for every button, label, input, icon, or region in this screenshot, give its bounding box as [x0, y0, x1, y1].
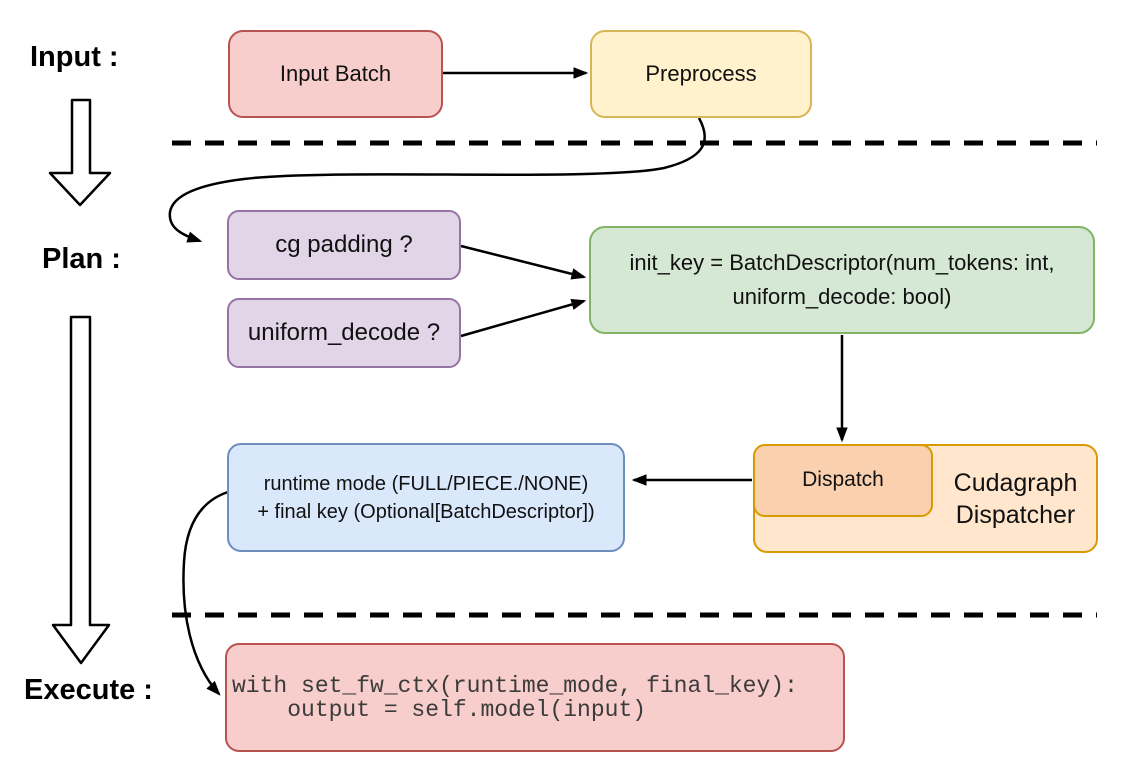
arrow-runtime-mode-to-execute-code	[182, 490, 229, 696]
node-runtime-mode: runtime mode (FULL/PIECE./NONE) + final …	[227, 443, 625, 552]
node-init-key-line2: uniform_decode: bool)	[732, 284, 952, 309]
node-input-batch-label: Input Batch	[279, 61, 392, 87]
arrow-cg-padding-to-init-key	[460, 244, 587, 280]
stage-arrow-input-to-plan	[48, 98, 112, 207]
stage-label-plan: Plan :	[42, 243, 121, 275]
node-init-key: init_key = BatchDescriptor(num_tokens: i…	[589, 226, 1095, 334]
stage-label-execute: Execute :	[24, 674, 153, 706]
cudagraph-dispatcher-line1: Cudagraph	[953, 468, 1078, 497]
arrow-uniform-decode-to-init-key	[460, 298, 587, 338]
stage-label-input: Input :	[30, 41, 119, 73]
node-runtime-mode-line1: runtime mode (FULL/PIECE./NONE)	[263, 472, 589, 495]
node-cg-padding: cg padding ?	[227, 210, 461, 280]
node-runtime-mode-line2: + final key (Optional[BatchDescriptor])	[257, 500, 595, 523]
execute-code-line1: with set_fw_ctx(runtime_mode, final_key)…	[232, 672, 798, 699]
node-init-key-line1: init_key = BatchDescriptor(num_tokens: i…	[629, 250, 1055, 275]
node-input-batch: Input Batch	[228, 30, 443, 118]
node-execute-code: with set_fw_ctx(runtime_mode, final_key)…	[225, 643, 845, 752]
node-cg-padding-label: cg padding ?	[275, 230, 413, 258]
node-uniform-decode-label: uniform_decode ?	[247, 318, 441, 346]
arrow-preprocess-to-cg-padding	[168, 117, 706, 243]
stage-arrow-plan-to-execute	[51, 315, 111, 665]
node-uniform-decode: uniform_decode ?	[227, 298, 461, 368]
node-dispatch: Dispatch	[753, 444, 933, 517]
node-preprocess: Preprocess	[590, 30, 812, 118]
node-dispatch-label: Dispatch	[802, 468, 884, 492]
cudagraph-dispatcher-line2: Dispatcher	[955, 500, 1076, 529]
node-preprocess-label: Preprocess	[645, 61, 757, 87]
execute-code-line2: output = self.model(input)	[232, 696, 647, 723]
cudagraph-dispatcher-caption: Cudagraph Dispatcher	[933, 444, 1098, 553]
